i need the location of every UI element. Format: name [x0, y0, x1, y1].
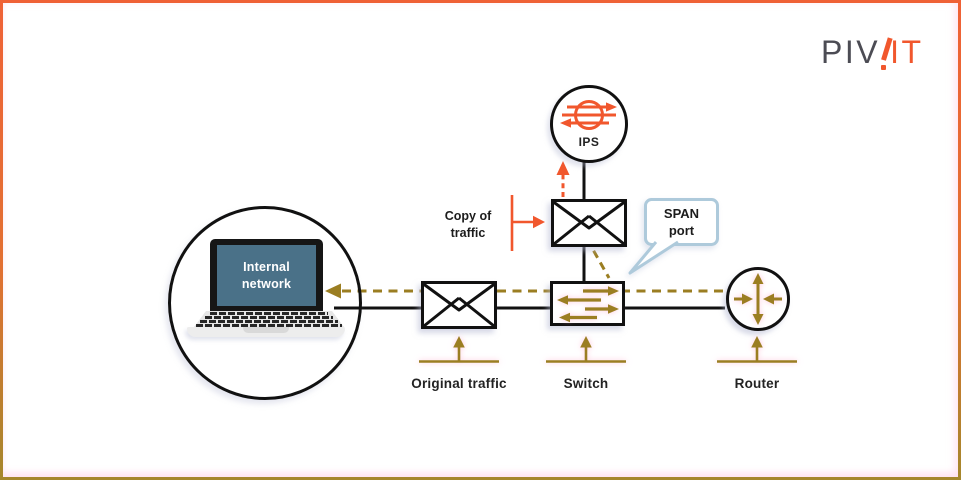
laptop-screen: Internal network	[217, 245, 316, 306]
original-traffic-label: Original traffic	[411, 376, 507, 391]
laptop-keyboard	[194, 311, 344, 327]
keyboard-row	[210, 312, 328, 315]
keyboard-row	[205, 316, 333, 319]
span-port-bubble-shape	[628, 198, 719, 275]
router-node	[726, 267, 790, 331]
switch-arrows-icon	[557, 286, 619, 323]
span-port-label: SPAN port	[663, 205, 700, 238]
copy-of-traffic-label: Copy of traffic	[444, 209, 492, 240]
copy-traffic-envelope-icon	[551, 199, 627, 247]
pivit-logo: PIV IT	[821, 34, 924, 70]
router-pointer-icon	[717, 336, 797, 363]
ips-sensor-icon	[560, 100, 617, 130]
laptop-touchpad	[243, 327, 289, 333]
span-port-label-wrap: SPAN port	[645, 200, 718, 245]
ips-node: IPS	[550, 85, 628, 163]
span-port-callout: SPAN port	[616, 198, 721, 280]
laptop-base	[187, 327, 345, 337]
logo-exclamation-icon	[881, 36, 893, 70]
original-traffic-pointer-icon	[419, 336, 499, 363]
switch-node	[550, 281, 625, 326]
router-arrows-icon	[734, 273, 782, 325]
logo-text-orange: IT	[890, 34, 924, 70]
internal-network-circle	[168, 206, 362, 400]
ips-label: IPS	[578, 135, 600, 149]
laptop-screen-bezel: Internal network	[210, 239, 323, 311]
router-label: Router	[734, 376, 780, 391]
diagram-canvas: Internal network	[3, 3, 958, 477]
original-traffic-envelope-icon	[421, 281, 497, 329]
copy-traffic-pointer-icon	[510, 195, 545, 251]
keyboard-row	[196, 324, 342, 327]
copy-to-ips-arrowhead	[556, 161, 570, 175]
switch-pointer-icon	[546, 336, 626, 363]
keyboard-row	[200, 320, 338, 323]
switch-label: Switch	[563, 376, 609, 391]
internal-network-label: Internal network	[241, 260, 292, 291]
logo-text-gray: PIV	[821, 34, 881, 70]
logo-exclamation-dot	[881, 65, 887, 70]
